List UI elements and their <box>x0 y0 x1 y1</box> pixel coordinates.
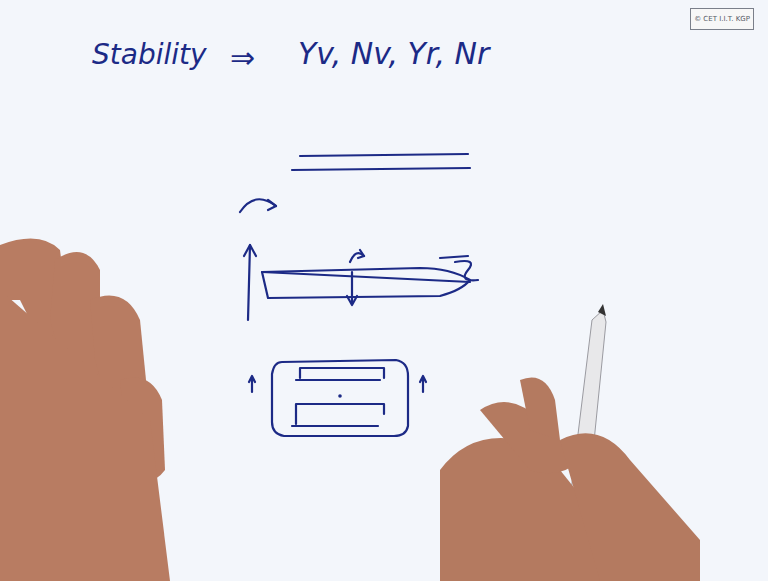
force-arrow <box>248 245 250 320</box>
pencil-tip <box>598 304 606 316</box>
right-hand <box>440 378 700 581</box>
hull-diagonal <box>262 272 470 282</box>
centre-dot <box>338 394 342 398</box>
top-view-outline <box>272 360 408 436</box>
arrow-head <box>347 296 357 305</box>
logo-text: © CET I.I.T. KGP <box>694 15 750 23</box>
logo-box: © CET I.I.T. KGP <box>690 8 754 30</box>
yaw-arrow <box>240 199 276 212</box>
top-view-inner <box>296 368 384 380</box>
top-view-inner <box>292 404 384 426</box>
arrow-head <box>268 200 276 210</box>
force-arrow <box>351 272 353 304</box>
underline <box>300 154 468 156</box>
arrow-head <box>358 250 364 258</box>
implies-symbol: ⇒ <box>230 40 255 75</box>
handwritten-label: Yv, Nv, Yr, Nr <box>298 36 489 71</box>
hull-side-view <box>262 268 470 298</box>
underline <box>292 168 470 170</box>
stern-mark <box>440 256 468 258</box>
force-arrow <box>420 376 426 392</box>
left-hand <box>0 239 170 581</box>
stern-squiggle <box>455 261 478 280</box>
force-arrow <box>249 376 255 392</box>
arrow-head <box>244 245 256 256</box>
handwritten-label: Stability <box>92 38 207 71</box>
